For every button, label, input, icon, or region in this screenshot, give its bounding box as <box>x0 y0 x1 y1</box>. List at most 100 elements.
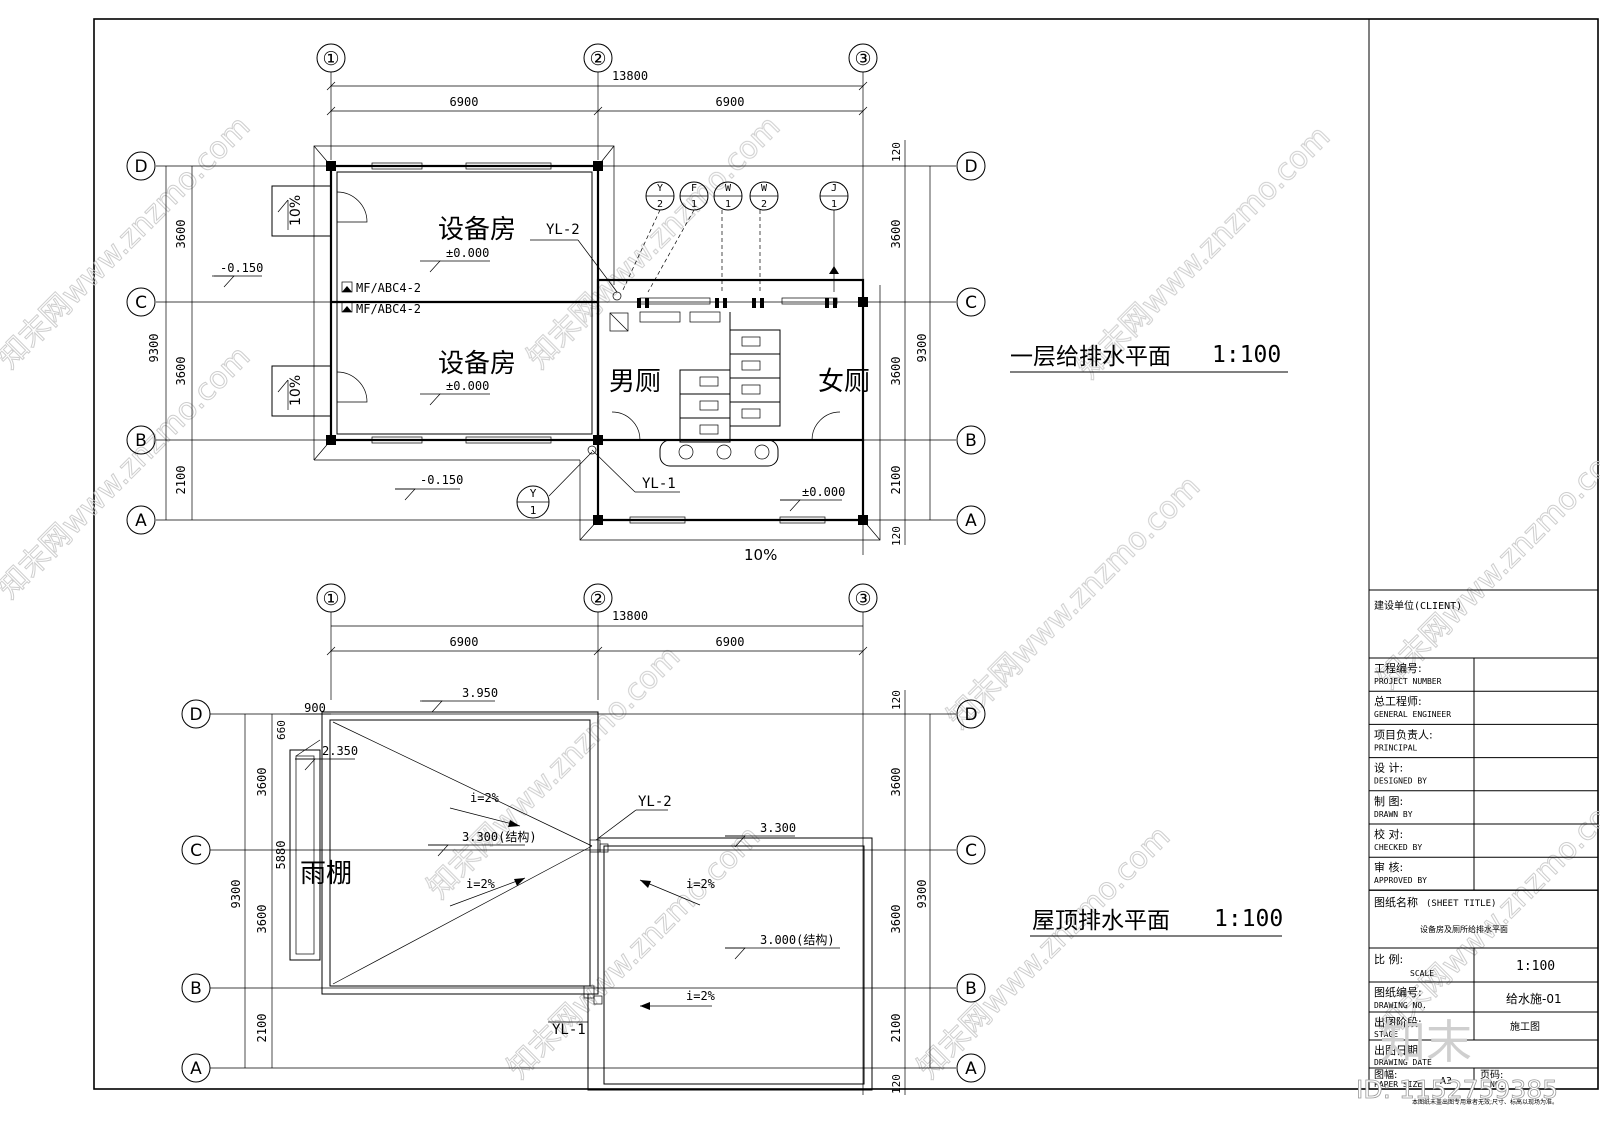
axis-bubble: C <box>181 835 211 865</box>
axis-bubble: A <box>181 1053 211 1083</box>
level-label: -0.150 <box>420 473 463 487</box>
slope-label: i=2% <box>466 877 496 891</box>
dim-total: 13800 <box>612 609 648 623</box>
dim-left: 3600 <box>174 357 188 386</box>
plan-title: 屋顶排水平面 <box>1032 908 1170 934</box>
watermark: 知末网www.znzmo.com <box>421 639 687 905</box>
svg-text:B: B <box>190 979 202 999</box>
dim-right: 3600 <box>889 905 903 934</box>
dim-bay: 6900 <box>716 95 745 109</box>
watermark-brand: 知末 <box>1380 1015 1472 1069</box>
dim-side-total: 9300 <box>915 334 929 363</box>
svg-text:B: B <box>135 431 147 451</box>
client-label: 建设单位(CLIENT) <box>1374 599 1462 612</box>
slope-label: i=2% <box>686 877 716 891</box>
pipe-label: YL-1 <box>552 1022 586 1038</box>
svg-text:C: C <box>190 841 202 861</box>
level-label: 2.350 <box>322 744 358 758</box>
title-block-row-label: 审 核: <box>1374 860 1403 874</box>
size-label: 图幅: <box>1374 1068 1397 1081</box>
svg-text:A: A <box>965 511 977 531</box>
watermark: 知末网www.znzmo.com <box>501 819 767 1085</box>
svg-text:Y: Y <box>530 487 537 500</box>
riser-bubble: J 1 <box>819 181 849 292</box>
room-label-women: 女厕 <box>818 367 870 397</box>
sheet-border <box>93 18 1599 1090</box>
plan-ground-floor: 13800 6900 6900 ① ② ③ D C B A D C B A 93… <box>126 43 1288 564</box>
level-label: ±0.000 <box>802 485 845 499</box>
axis-bubble: D <box>956 151 986 181</box>
dim-left: 2100 <box>255 1014 269 1043</box>
riser-bubble: W 1 <box>713 181 743 292</box>
pipe-label: YL-2 <box>546 222 580 238</box>
svg-text:②: ② <box>589 588 606 610</box>
axis-bubble: ① <box>316 43 346 73</box>
slope-label: i=2% <box>470 791 500 805</box>
title-block-row-label-en: PROJECT NUMBER <box>1374 677 1442 686</box>
dim-side-total: 9300 <box>147 334 161 363</box>
axis-bubble: A <box>956 505 986 535</box>
scale-value: 1:100 <box>1516 959 1555 974</box>
date-label-en: DRAWING DATE <box>1374 1058 1432 1067</box>
dim-left: 2100 <box>174 466 188 495</box>
extinguisher-label: MF/ABC4-2 <box>356 281 421 295</box>
axis-bubble: A <box>956 1053 986 1083</box>
level-label: 3.950 <box>462 686 498 700</box>
level-label: 3.000(结构) <box>760 932 835 947</box>
canopy-label: 雨棚 <box>300 859 352 889</box>
axis-bubble: B <box>126 425 156 455</box>
svg-text:F: F <box>691 183 697 194</box>
svg-text:Y: Y <box>657 183 663 194</box>
dim-right: 3600 <box>889 357 903 386</box>
watermark: 知末网www.znzmo.com <box>0 109 257 375</box>
slope-label: 10% <box>288 195 304 226</box>
scale-label: 比 例: <box>1374 952 1403 966</box>
stage-label: 出图阶段: <box>1374 1015 1422 1029</box>
toilet-stalls-men <box>679 369 731 443</box>
svg-text:①: ① <box>322 48 339 70</box>
dim-left: 3600 <box>255 768 269 797</box>
svg-text:A: A <box>190 1059 202 1079</box>
dim-right: 3600 <box>889 768 903 797</box>
page-label-en: NO. <box>1490 1080 1504 1089</box>
svg-text:B: B <box>965 431 977 451</box>
level-label: 3.300(结构) <box>462 829 537 844</box>
svg-text:J: J <box>831 183 837 194</box>
svg-text:1: 1 <box>691 199 697 210</box>
watermark: 知末网www.znzmo.com <box>911 819 1177 1085</box>
axis-bubble: B <box>956 425 986 455</box>
drawing-no-label-en: DRAWING NO. <box>1374 1001 1427 1010</box>
dim-left: 900 <box>304 701 326 715</box>
title-block-row-label: 设 计: <box>1374 762 1403 775</box>
extinguisher-label: MF/ABC4-2 <box>356 302 421 316</box>
axis-bubble: D <box>126 151 156 181</box>
axis-bubble: D <box>956 699 986 729</box>
footnote: 本图纸未盖出图专用章者无效;尺寸、标高以现场为准。 <box>1412 1098 1558 1106</box>
room-label-men: 男厕 <box>609 367 661 397</box>
svg-text:2: 2 <box>657 199 663 210</box>
axis-bubble: B <box>181 973 211 1003</box>
svg-text:③: ③ <box>854 588 871 610</box>
svg-text:1: 1 <box>725 199 731 210</box>
title-block-row-label: 制 图: <box>1374 795 1403 808</box>
watermark: 知末网www.znzmo.com <box>521 109 787 375</box>
title-block-row-label: 项目负责人: <box>1374 727 1433 741</box>
page-label: 页码: <box>1480 1069 1503 1081</box>
title-block-row-label: 校 对: <box>1374 827 1403 841</box>
date-label: 出图日期: <box>1374 1043 1422 1057</box>
toilet-stalls-women <box>729 329 781 427</box>
stage-label-en: STAGE <box>1374 1030 1398 1039</box>
dim-left: 3600 <box>174 220 188 249</box>
title-block-row-label-en: CHECKED BY <box>1374 843 1422 852</box>
title-block-row-label-en: APPROVED BY <box>1374 876 1427 885</box>
room-label-equipment: 设备房 <box>438 215 516 245</box>
sheet-title-label: 图纸名称 <box>1374 895 1418 909</box>
riser-bubble: Y 2 <box>621 181 675 293</box>
slope-label: 10% <box>744 546 777 564</box>
dim-right: 2100 <box>889 466 903 495</box>
dim-right: 3600 <box>889 220 903 249</box>
watermark: 知末网www.znzmo.com <box>1371 429 1600 695</box>
svg-text:A: A <box>135 511 147 531</box>
sheet-title-value: 设备房及厕所给排水平面 <box>1420 924 1508 934</box>
svg-text:D: D <box>134 157 147 177</box>
